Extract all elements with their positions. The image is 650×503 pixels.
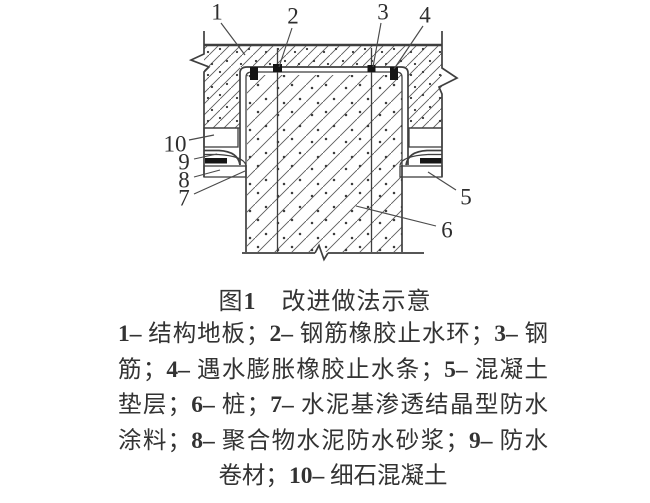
rebar-lines bbox=[273, 48, 376, 252]
callout-7: 7 bbox=[178, 186, 190, 211]
waterstop-strip-left bbox=[250, 67, 258, 80]
slab-break-edge-left bbox=[188, 31, 211, 177]
callout-2: 2 bbox=[287, 4, 299, 29]
leader-1 bbox=[220, 22, 246, 56]
callout-8: 8 bbox=[178, 168, 190, 193]
ground-break-line bbox=[242, 243, 424, 262]
callout-6: 6 bbox=[441, 218, 453, 243]
legend-line-2: 筋；4– 遇水膨胀橡胶止水条；5– 混凝土 bbox=[118, 356, 549, 383]
membrane-end-bar-left bbox=[205, 158, 227, 164]
rebar-waterstop-ring-left bbox=[273, 64, 282, 72]
leader-3 bbox=[372, 22, 382, 68]
diagram-canvas: 1 2 3 4 5 6 7 8 9 10 bbox=[164, 0, 472, 262]
leader-7 bbox=[193, 170, 246, 195]
leader-2 bbox=[278, 27, 293, 68]
figure-caption: 图1 改进做法示意 bbox=[218, 289, 432, 315]
leader-9 bbox=[193, 153, 218, 160]
slab-break-edge-right bbox=[437, 31, 459, 177]
legend-line-3: 垫层；6– 桩；7– 水泥基渗透结晶型防水 bbox=[118, 392, 549, 418]
floor-slab-hatch bbox=[204, 45, 442, 128]
leader-6 bbox=[355, 205, 437, 227]
callout-1: 1 bbox=[211, 0, 223, 25]
waterstop-strip-right bbox=[390, 67, 398, 80]
callout-5: 5 bbox=[460, 185, 472, 210]
slab-outline bbox=[188, 31, 459, 177]
pile-outline bbox=[242, 165, 424, 262]
rebar-waterstop-ring-right bbox=[367, 65, 376, 72]
bedding-layer-right bbox=[399, 165, 443, 178]
callout-4: 4 bbox=[419, 3, 431, 28]
callout-labels: 1 2 3 4 5 6 7 8 9 10 bbox=[164, 0, 472, 243]
waterproof-membrane bbox=[204, 66, 442, 166]
leader-4 bbox=[393, 25, 424, 70]
leader-10 bbox=[188, 134, 215, 141]
pile-hatch bbox=[247, 75, 402, 252]
legend-line-5: 卷材；10– 细石混凝土 bbox=[218, 463, 448, 489]
fine-concrete-layer-left bbox=[203, 127, 239, 148]
leader-lines bbox=[188, 22, 457, 227]
callout-10: 10 bbox=[164, 132, 187, 157]
callout-3: 3 bbox=[377, 0, 389, 25]
figure-legend: 1– 结构地板；2– 钢筋橡胶止水环；3– 钢 筋；4– 遇水膨胀橡胶止水条；5… bbox=[118, 317, 548, 495]
fine-concrete-layer-right bbox=[408, 127, 443, 148]
legend-line-1: 1– 结构地板；2– 钢筋橡胶止水环；3– 钢 bbox=[118, 321, 549, 347]
callout-9: 9 bbox=[178, 150, 190, 175]
leader-8 bbox=[193, 169, 221, 178]
mortar-layer-left bbox=[203, 165, 247, 178]
leader-5 bbox=[427, 171, 457, 191]
legend-line-4: 涂料；8– 聚合物水泥防水砂浆；9– 防水 bbox=[118, 427, 549, 454]
membrane-end-bar-right bbox=[420, 158, 442, 164]
pile-waterproofing-diagram: 1 2 3 4 5 6 7 8 9 10 bbox=[164, 0, 472, 262]
